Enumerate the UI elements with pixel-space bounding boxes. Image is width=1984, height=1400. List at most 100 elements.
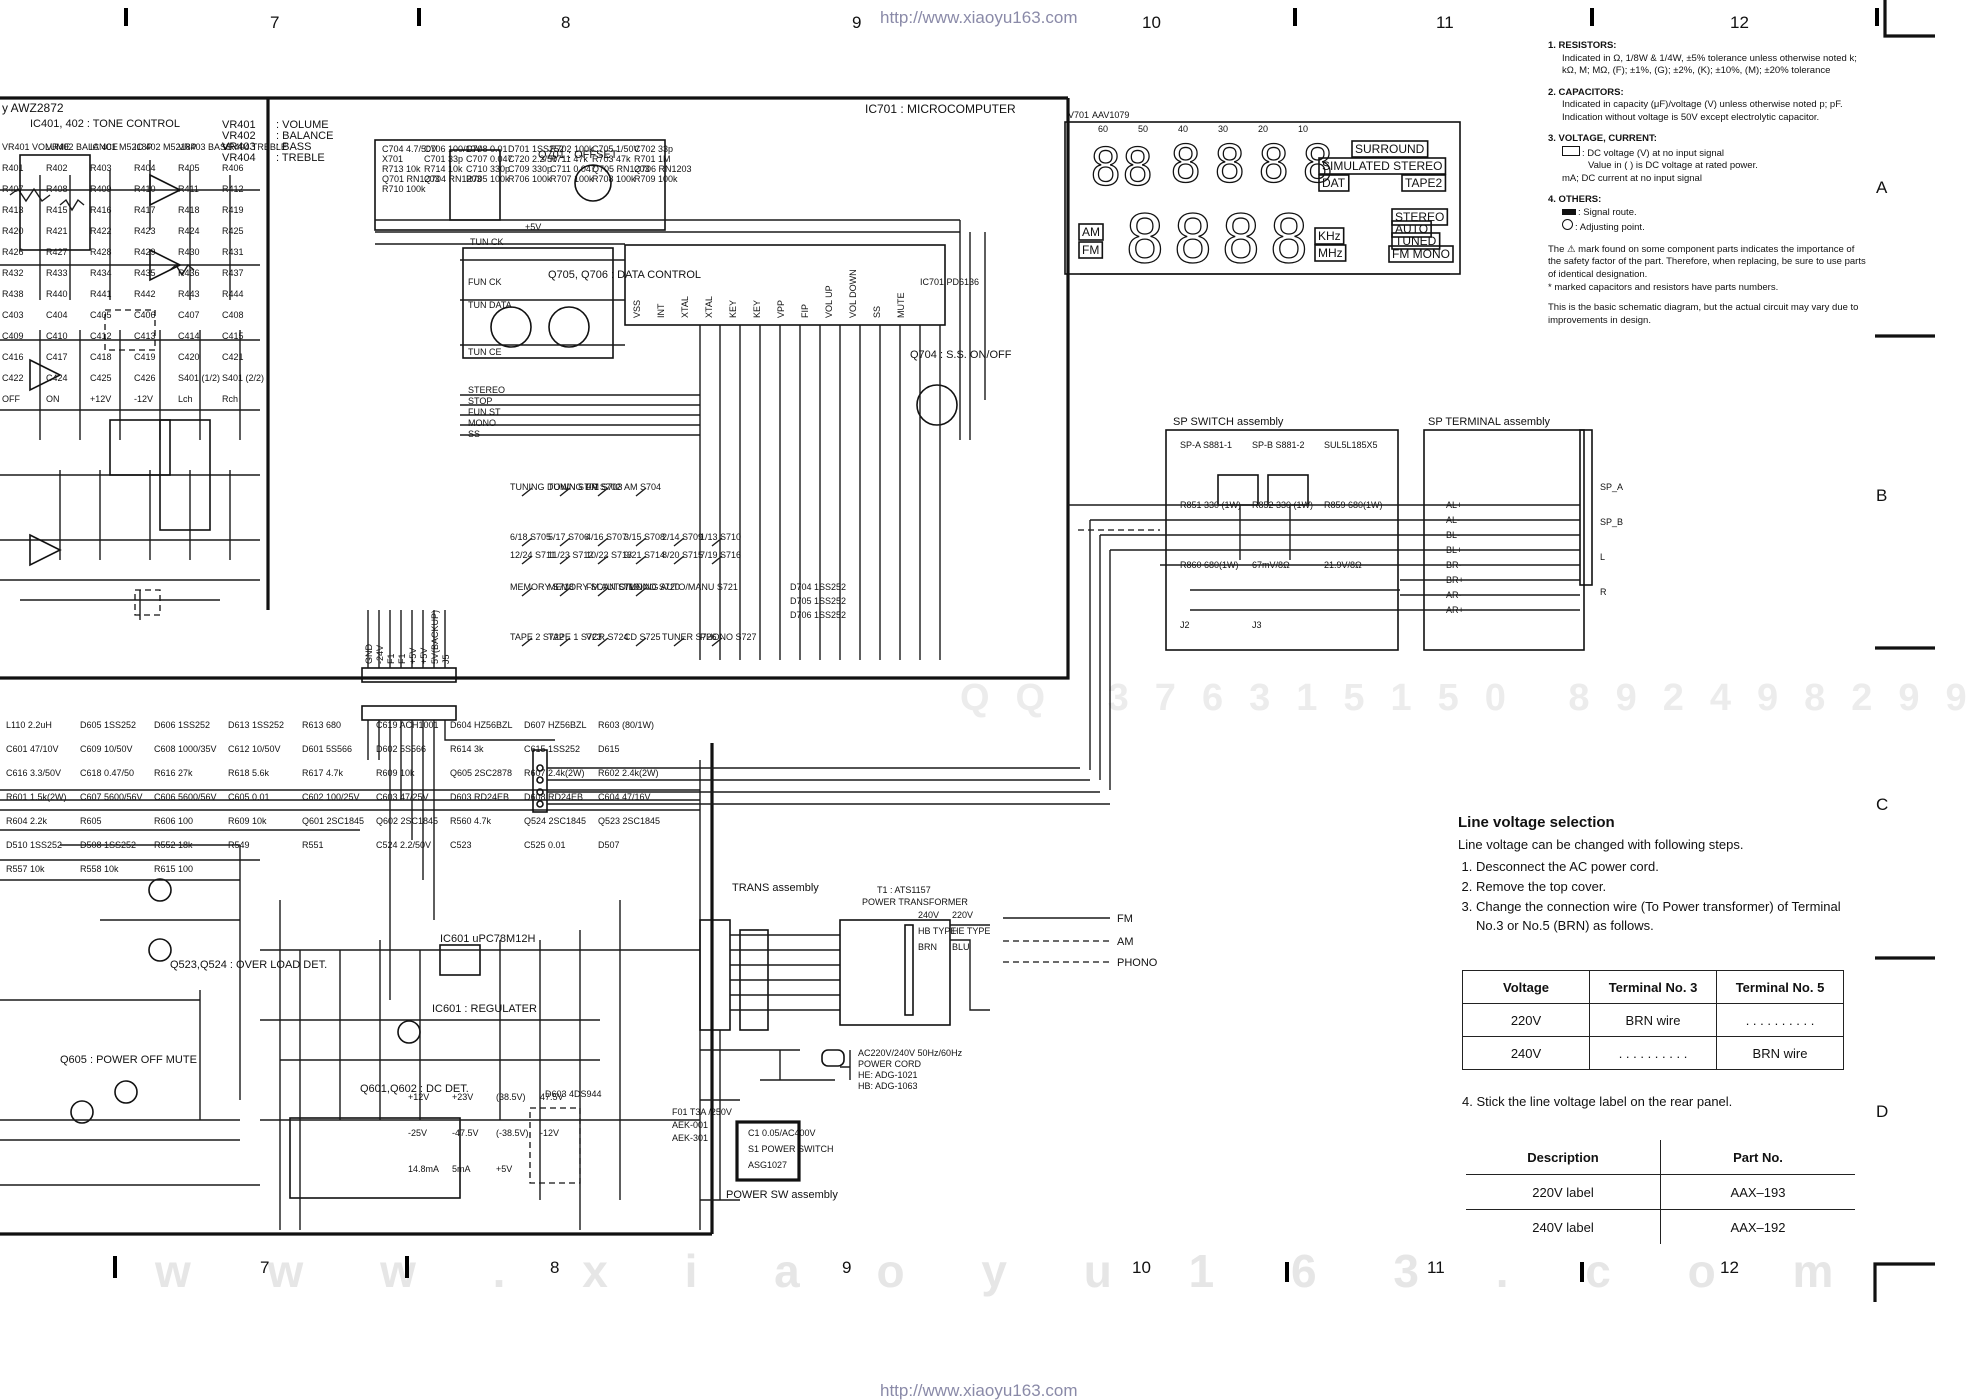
key-switch	[673, 637, 685, 647]
tone-part-label: R416	[90, 205, 112, 215]
note-voltage-1: : DC voltage (V) at no input signal	[1548, 145, 1866, 161]
power-part-label: D608 RD24EB	[524, 792, 583, 802]
cell-220v-label: 220V label	[1466, 1174, 1661, 1210]
tone-part-label: R441	[90, 289, 112, 299]
tone-part-label: R403	[90, 163, 112, 173]
vfd-segment-2: DAT	[1322, 176, 1346, 190]
switch-label: ASG1027	[748, 1160, 787, 1170]
url-top[interactable]: http://www.xiaoyu163.com	[880, 8, 1077, 27]
vfd-segment-frame	[1078, 241, 1104, 259]
tone-part-label: C408	[222, 310, 244, 320]
vfd-segment-frame	[1401, 174, 1447, 192]
key-switch	[559, 487, 571, 497]
tone-part-label: R418	[178, 205, 200, 215]
tone-part-label: S401 (2/2)	[222, 373, 264, 383]
legend-desc-vr403: : BASS	[276, 141, 311, 153]
parts-table-header: Description Part No.	[1466, 1140, 1855, 1175]
key-switch-label: 1/13 S710	[700, 532, 741, 542]
ic701-pin-label: VSS	[632, 300, 642, 318]
power-part-label: L110 2.2uH	[6, 720, 52, 730]
power-part-label: R605	[80, 816, 102, 826]
key-switch-label: TUNING AUTO/MANU S721	[624, 582, 738, 592]
note-caution: The ⚠ mark found on some component parts…	[1548, 244, 1866, 294]
line-voltage-steps: Desconnect the AC power cord. Remove the…	[1458, 858, 1848, 935]
power-part-label: R615 100	[154, 864, 193, 874]
q601-label: Q605 : POWER OFF MUTE	[60, 1054, 197, 1066]
tone-part-label: VR401 VOLUME	[2, 142, 70, 152]
vfd-digit: 8	[1125, 201, 1165, 278]
micro-title: IC701 : MICROCOMPUTER	[865, 102, 1016, 116]
micro-part-label: C709 330p	[508, 164, 552, 174]
tone-part-label: C425	[90, 373, 112, 383]
signal-outputs: FM AM PHONO	[1003, 913, 1158, 969]
ic701-label: IC701 PD6136	[920, 277, 979, 287]
micro-part-label: R706 100k	[508, 174, 552, 184]
tap-label: HB TYPE	[918, 926, 956, 936]
power-part-label: C603 47/25V	[376, 792, 429, 802]
th-terminal-3: Terminal No. 3	[1589, 970, 1717, 1004]
ic701-pin-label: XTAL	[704, 296, 714, 318]
ic701-pin-label: SS	[872, 306, 882, 318]
table-row: 220V BRN wire . . . . . . . . . .	[1462, 1003, 1844, 1037]
micro-part-label: R709 100k	[634, 174, 678, 184]
voltage-marker: 14.8mA	[408, 1164, 439, 1174]
power-part-label: C525 0.01	[524, 840, 566, 850]
micro-part-label: R707 100k	[550, 174, 594, 184]
legend-desc-vr401: : VOLUME	[276, 119, 329, 131]
tone-part-label: R438	[2, 289, 24, 299]
key-switch	[559, 637, 571, 647]
key-switch-label: 8/20 S715	[662, 550, 703, 560]
note-capacitors-text: Indicated in capacity (μF)/voltage (V) u…	[1562, 99, 1843, 123]
watermark-mid: QQ 376315150 892498299	[960, 677, 1984, 719]
tone-part-label: R440	[46, 289, 68, 299]
micro-part-label: Q706 RN1203	[634, 164, 692, 174]
ic701-pin-label: MUTE	[896, 293, 906, 319]
note-voltage-1-text: : DC voltage (V) at no input signal	[1582, 147, 1725, 159]
table-row: 240V . . . . . . . . . . BRN wire	[1462, 1036, 1844, 1070]
grid-row-A: A	[1876, 178, 1888, 197]
tone-part-label: R437	[222, 268, 244, 278]
power-part-label: C607 5600/56V	[80, 792, 143, 802]
line-voltage-step-4: 4. Stick the line voltage label on the r…	[1462, 1094, 1733, 1109]
key-switch	[597, 637, 609, 647]
line-voltage-intro: Line voltage can be changed with followi…	[1458, 837, 1744, 852]
tone-part-label: ON	[46, 394, 60, 404]
sp-terminal-label: SP_A	[1600, 482, 1623, 492]
tone-part-label: R423	[134, 226, 156, 236]
diode-label: D706 1SS252	[790, 610, 846, 620]
vfd-segment-frame	[1318, 174, 1350, 192]
vfd-scale-label: 40	[1178, 124, 1188, 134]
voltage-marker: +12V	[408, 1092, 429, 1102]
th-terminal-5: Terminal No. 5	[1716, 970, 1844, 1004]
voltage-marker: -12V	[540, 1128, 559, 1138]
power-part-label: R551	[302, 840, 324, 850]
line-voltage-step-2: Remove the top cover.	[1476, 878, 1848, 896]
note-others-2-text: : Adjusting point.	[1575, 222, 1645, 234]
tone-part-label: Rch	[222, 394, 238, 404]
voltage-marker: -25V	[408, 1128, 427, 1138]
grid-top-12: 12	[1730, 13, 1749, 32]
key-switch	[521, 637, 533, 647]
tone-part-label: R406	[222, 163, 244, 173]
cord-label: POWER CORD	[858, 1059, 922, 1069]
power-part-label: R607 2.4k(2W)	[524, 768, 585, 778]
vfd-segment-11: MHz	[1318, 246, 1343, 260]
tone-part-label: C414	[178, 331, 200, 341]
note-resistors-text: Indicated in Ω, 1/8W & 1/4W, ±5% toleran…	[1562, 52, 1857, 77]
power-part-label: C619 ACH1001	[376, 720, 439, 730]
power-part-label: C618 0.47/50	[80, 768, 134, 778]
tap-label: BRN	[918, 942, 937, 952]
tone-part-label: C412	[90, 331, 112, 341]
note-capacitors: 2. CAPACITORS: Indicated in capacity (μF…	[1548, 87, 1866, 125]
url-bottom[interactable]: http://www.xiaoyu163.com	[880, 1381, 1077, 1400]
tone-part-label: R436	[178, 268, 200, 278]
cell-220v-t3: BRN wire	[1589, 1003, 1717, 1037]
micro-part-label: R708 100k	[592, 174, 636, 184]
key-switch-label: VCR S724	[586, 632, 629, 642]
grid-bottom-10: 10	[1132, 1258, 1151, 1277]
key-switch-label: 7/19 S716	[700, 550, 741, 560]
note-basic: This is the basic schematic diagram, but…	[1548, 302, 1859, 326]
